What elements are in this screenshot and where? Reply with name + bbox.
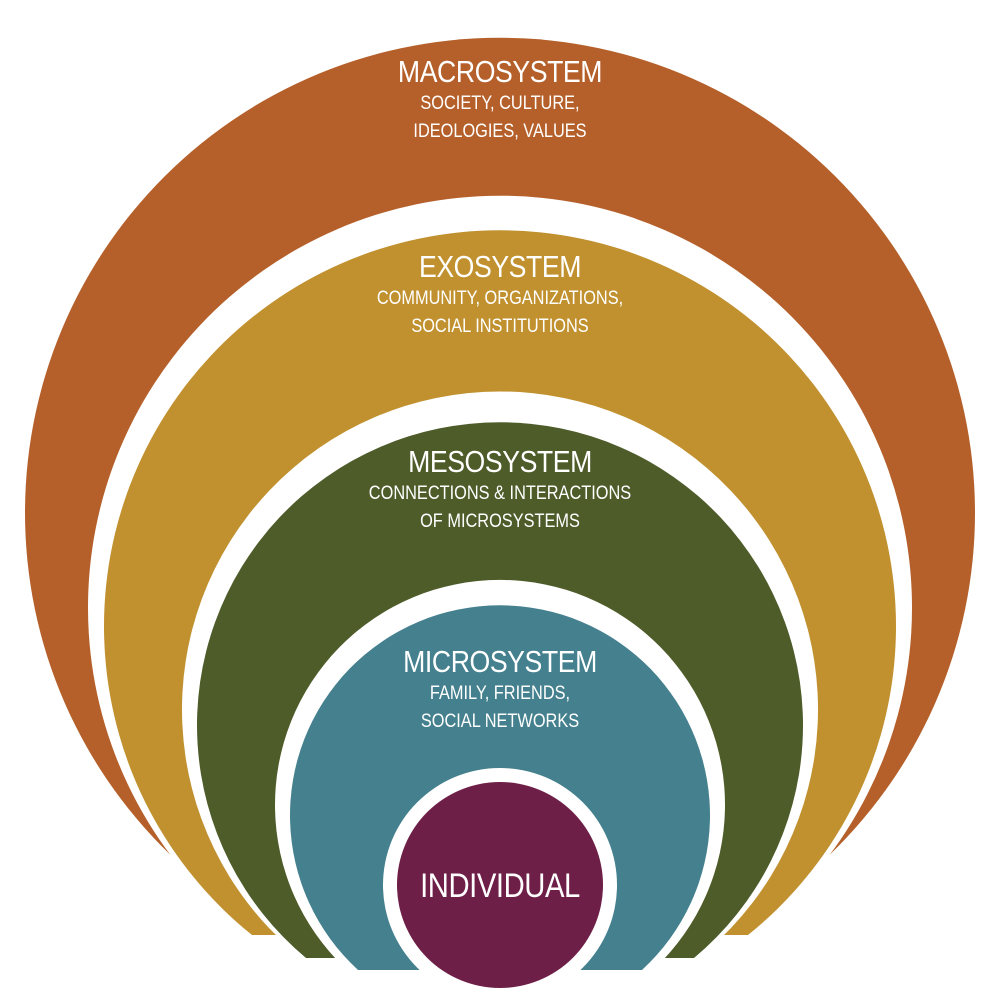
mesosystem-title: MESOSYSTEM [408,444,592,479]
macrosystem-line-2: IDEOLOGIES, VALUES [413,121,587,142]
exosystem-title: EXOSYSTEM [418,249,582,284]
microsystem-label: MICROSYSTEM FAMILY, FRIENDS, SOCIAL NETW… [0,644,1000,736]
mesosystem-line-1: CONNECTIONS & INTERACTIONS [368,483,632,504]
mesosystem-label: MESOSYSTEM CONNECTIONS & INTERACTIONS OF… [0,444,1000,536]
microsystem-line-1: FAMILY, FRIENDS, [429,683,571,704]
macrosystem-label: MACROSYSTEM SOCIETY, CULTURE, IDEOLOGIES… [0,54,1000,146]
macrosystem-line-1: SOCIETY, CULTURE, [420,93,580,114]
mesosystem-line-2: OF MICROSYSTEMS [420,511,580,532]
macrosystem-title: MACROSYSTEM [397,54,603,89]
microsystem-title: MICROSYSTEM [403,644,597,679]
exosystem-label: EXOSYSTEM COMMUNITY, ORGANIZATIONS, SOCI… [0,249,1000,341]
individual-circle [397,782,603,988]
individual-label: INDIVIDUAL [0,866,1000,906]
exosystem-line-2: SOCIAL INSTITUTIONS [411,316,589,337]
exosystem-line-1: COMMUNITY, ORGANIZATIONS, [376,288,624,309]
individual-title: INDIVIDUAL [420,867,580,905]
microsystem-line-2: SOCIAL NETWORKS [420,711,580,732]
